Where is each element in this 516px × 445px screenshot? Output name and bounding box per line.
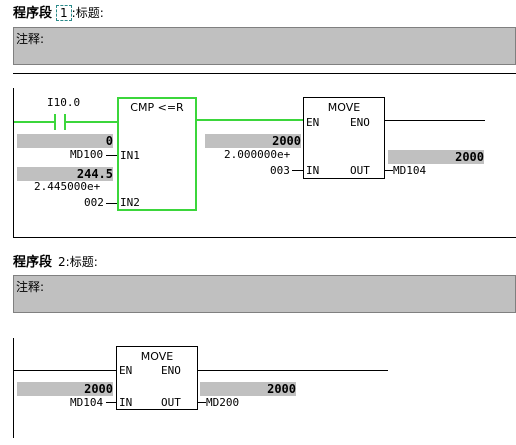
network-2-comment-label: 注释: — [16, 280, 45, 294]
move-1-in-label: IN — [306, 164, 320, 177]
contact-i10-0[interactable] — [54, 114, 68, 130]
move-1-in-sci: 2.000000e+ — [224, 148, 291, 161]
move-1-in-operand[interactable]: 003 — [270, 164, 290, 177]
cmp-in2-wire — [106, 203, 117, 204]
rail-to-move-2-wire — [14, 370, 117, 371]
network-2-header[interactable]: 程序段 2:标题: — [13, 251, 98, 270]
move-2-in-label: IN — [119, 396, 133, 409]
move-box-2[interactable]: MOVE EN ENO IN OUT — [116, 346, 198, 410]
cmp-in2-operand[interactable]: 002 — [84, 196, 104, 209]
move-1-out-operand[interactable]: MD104 — [393, 164, 427, 177]
move-2-out-value[interactable]: 2000 — [200, 382, 296, 396]
move-1-out-label: OUT — [350, 164, 370, 177]
move-1-en-label: EN — [306, 116, 320, 129]
cmp-le-r-box[interactable]: CMP <=R IN1 IN2 — [117, 97, 197, 211]
move-2-out-wire — [198, 402, 206, 403]
cmp-in1-operand[interactable]: MD100 — [70, 148, 104, 161]
move-1-out-value[interactable]: 2000 — [388, 150, 484, 164]
network-2-label: 程序段 — [13, 255, 53, 270]
network-1-number[interactable]: 1 — [56, 5, 72, 21]
network-1-power-rail — [13, 88, 14, 238]
network-1-comment[interactable]: 注释: — [13, 27, 516, 65]
cmp-in1-wire — [106, 155, 117, 156]
move-2-eno-wire — [198, 370, 388, 371]
cmp-title: CMP <=R — [130, 101, 184, 114]
cmp-in2-label: IN2 — [120, 196, 140, 209]
network-2-title-label: :标题: — [65, 255, 98, 269]
network-1-top-border — [13, 73, 516, 74]
move-2-out-label: OUT — [161, 396, 181, 409]
move-2-en-label: EN — [119, 364, 133, 377]
move-1-eno-label: ENO — [350, 116, 370, 129]
cmp-in1-label: IN1 — [120, 149, 140, 162]
move-2-in-wire — [106, 402, 116, 403]
cmp-to-move-wire — [197, 119, 304, 121]
move-2-out-operand[interactable]: MD200 — [206, 396, 240, 409]
cmp-in2-sci: 2.445000e+ — [34, 180, 101, 193]
rail-to-contact-wire — [14, 121, 54, 123]
contact-address: I10.0 — [47, 96, 81, 109]
move-1-in-value[interactable]: 2000 — [205, 134, 301, 148]
network-1-bottom-border — [13, 237, 516, 238]
network-1-comment-label: 注释: — [16, 32, 45, 46]
cmp-in1-value[interactable]: 0 — [17, 134, 113, 148]
move-1-in-wire — [292, 170, 303, 171]
move-2-title: MOVE — [140, 350, 174, 363]
move-box-1[interactable]: MOVE EN ENO IN OUT — [303, 97, 385, 179]
move-2-in-value[interactable]: 2000 — [17, 382, 113, 396]
network-2-power-rail — [13, 338, 14, 438]
contact-to-cmp-wire — [66, 121, 118, 123]
network-1-title-label: :标题: — [71, 6, 104, 20]
move-1-out-wire — [385, 170, 393, 171]
move-2-in-operand[interactable]: MD104 — [70, 396, 104, 409]
move-1-title: MOVE — [327, 101, 361, 114]
network-2-comment[interactable]: 注释: — [13, 275, 516, 313]
cmp-in2-value[interactable]: 244.5 — [17, 167, 113, 181]
move-2-eno-label: ENO — [161, 364, 181, 377]
move-1-eno-wire — [385, 120, 485, 121]
network-2-number[interactable]: 2 — [58, 255, 66, 269]
network-1-label: 程序段 — [13, 6, 53, 21]
